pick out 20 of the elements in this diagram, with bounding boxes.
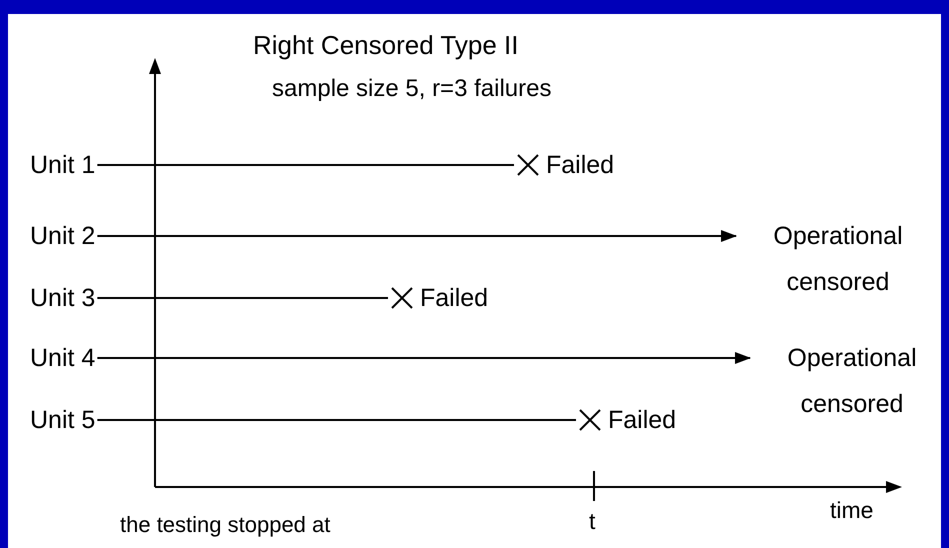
annotation-label: sample size 5, r=3 failures (272, 77, 552, 101)
time-line (97, 164, 514, 166)
failure-label: Failed (546, 150, 614, 180)
censored-label: Operational censored (738, 213, 938, 305)
censored-label: Operational censored (752, 335, 949, 427)
annotation-label: time (830, 499, 874, 522)
failure-label: Failed (608, 406, 676, 434)
unit-label: Unit 1 (30, 150, 96, 180)
unit-label: Unit 4 (30, 343, 96, 373)
unit-label: Unit 2 (30, 221, 96, 251)
chart-title: Right Censored Type II (253, 32, 518, 58)
failure-label: Failed (420, 284, 488, 312)
time-line (97, 352, 751, 364)
unit-label: Unit 5 (30, 405, 96, 435)
time-line (97, 419, 576, 421)
time-line (97, 297, 388, 299)
time-line (97, 230, 737, 242)
annotation-label: t (589, 510, 596, 533)
unit-label: Unit 3 (30, 283, 96, 313)
annotation-label: the testing stopped at (120, 514, 330, 536)
